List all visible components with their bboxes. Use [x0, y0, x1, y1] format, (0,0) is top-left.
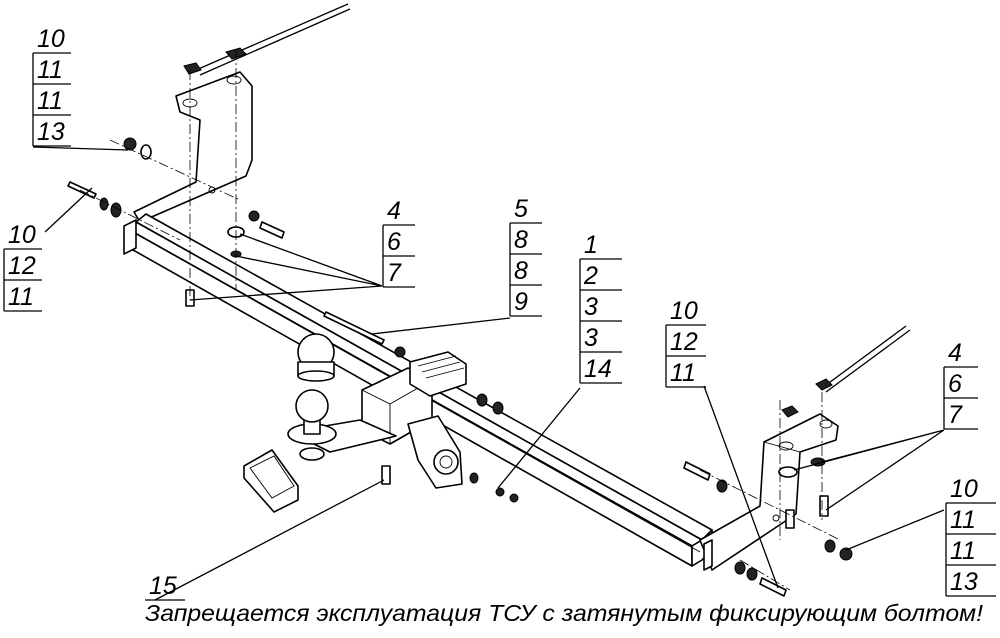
callout-right-a-item-2: 6	[948, 370, 962, 398]
callout-mid-b-item-1: 5	[514, 195, 528, 223]
tow-ball-mounted	[287, 389, 397, 461]
callout-top-left-item-4: 13	[37, 118, 65, 146]
callout-tables: 1011111310121146758891233141012114671011…	[3, 25, 996, 601]
callout-left-item-1: 10	[8, 221, 36, 249]
right-wire-harness	[781, 325, 911, 418]
callout-mid-b-item-3: 8	[514, 257, 528, 285]
fasteners	[67, 137, 853, 597]
callout-mid-a-item-1: 4	[387, 197, 401, 225]
callout-right-upper-item-3: 11	[670, 359, 696, 387]
receiver-assembly	[361, 351, 467, 489]
callout-right-upper-item-2: 12	[670, 328, 698, 356]
left-mounting-bracket	[133, 71, 253, 223]
callout-mid-b-item-4: 9	[514, 288, 528, 316]
callout-right-b-item-1: 10	[950, 475, 978, 503]
callout-left-item-3: 11	[8, 283, 34, 311]
callout-bottom-item-1: 15	[149, 572, 177, 600]
callout-right-b-item-2: 11	[950, 506, 976, 534]
callout-left-item-2: 12	[8, 252, 36, 280]
callout-top-left-item-3: 11	[37, 87, 63, 115]
right-mounting-bracket	[699, 413, 839, 571]
center-lines	[79, 50, 841, 591]
callout-mid-c-item-1: 1	[584, 231, 598, 259]
tow-ball-spare	[297, 333, 335, 382]
ball-protective-cap	[243, 449, 299, 513]
callout-right-b-item-3: 11	[950, 537, 976, 565]
warning-note: Запрещается эксплуатация ТСУ с затянутым…	[145, 600, 984, 626]
leader-lines	[32, 146, 945, 601]
callout-right-upper-item-1: 10	[670, 297, 698, 325]
callout-right-a-item-1: 4	[948, 339, 962, 367]
callout-mid-c-item-5: 14	[584, 355, 612, 383]
callout-right-b-item-4: 13	[950, 568, 978, 596]
callout-mid-c-item-2: 2	[583, 262, 598, 290]
callout-top-left-item-2: 11	[37, 56, 63, 84]
callout-mid-c-item-3: 3	[584, 293, 598, 321]
callout-mid-a-item-3: 7	[387, 259, 402, 287]
callout-mid-a-item-2: 6	[387, 228, 401, 256]
callout-mid-b-item-2: 8	[514, 226, 528, 254]
callout-top-left-item-1: 10	[37, 25, 65, 53]
callout-mid-c-item-4: 3	[584, 324, 598, 352]
callout-right-a-item-3: 7	[948, 401, 963, 429]
left-wire-harness	[183, 3, 351, 76]
